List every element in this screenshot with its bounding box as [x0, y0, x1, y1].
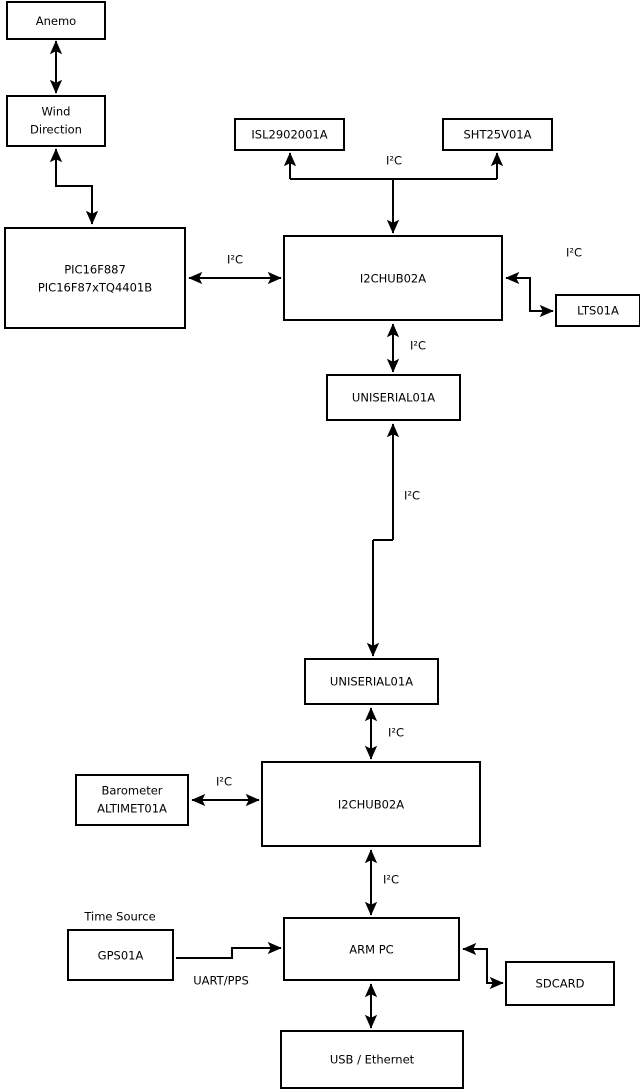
node-uniserial01a-top[interactable]: UNISERIAL01A	[326, 374, 461, 421]
node-sht25v01a-box[interactable]	[442, 118, 553, 151]
edge-label-i2c-barometer-hub: I²C	[216, 775, 232, 789]
node-barometer-box[interactable]	[75, 774, 189, 826]
edge-label-uart-pps: UART/PPS	[193, 974, 249, 988]
node-i2chub02a-top[interactable]: I2CHUB02A	[283, 235, 503, 321]
node-sdcard[interactable]: SDCARD	[505, 961, 615, 1006]
node-wind-direction-label-line2: Direction	[30, 123, 82, 137]
node-wind-direction-box[interactable]	[6, 95, 106, 147]
node-arm-pc-box[interactable]	[283, 917, 460, 981]
node-arm-pc-label: ARM PC	[349, 943, 393, 957]
edge-winddirection-pic	[49, 148, 99, 225]
node-gps01a-box[interactable]	[67, 929, 174, 981]
node-sdcard-label: SDCARD	[536, 977, 585, 991]
node-isl2902001a[interactable]: ISL2902001A	[234, 118, 345, 151]
node-gps01a-label: GPS01A	[98, 949, 144, 963]
node-wind-direction-label-line1: Wind	[42, 105, 71, 119]
node-barometer-label-line1: Barometer	[101, 784, 162, 798]
node-i2chub02a-top-label: I2CHUB02A	[360, 272, 426, 286]
edge-hubtop-lts	[505, 271, 554, 318]
node-wind-direction[interactable]: Wind Direction	[6, 95, 106, 147]
node-isl2902001a-label: ISL2902001A	[251, 128, 327, 142]
edge-label-i2c-hub-armpc: I²C	[383, 873, 399, 887]
node-usb-ethernet[interactable]: USB / Ethernet	[280, 1030, 464, 1089]
node-pic-mcu-label-line1: PIC16F887	[64, 263, 126, 277]
node-uniserial01a-bottom[interactable]: UNISERIAL01A	[304, 658, 439, 705]
edge-label-i2c-top-bus: I²C	[386, 154, 402, 168]
node-usb-ethernet-label: USB / Ethernet	[330, 1053, 415, 1067]
node-pic-mcu-box[interactable]	[4, 227, 186, 329]
node-anemo[interactable]: Anemo	[6, 1, 106, 40]
node-lts01a-box[interactable]	[555, 294, 640, 327]
edge-label-i2c-hub-lts: I²C	[566, 246, 582, 260]
node-sdcard-box[interactable]	[505, 961, 615, 1006]
node-anemo-box[interactable]	[6, 1, 106, 40]
node-lts01a[interactable]: LTS01A	[555, 294, 640, 327]
node-pic-mcu-label-line2: PIC16F87xTQ4401B	[38, 281, 152, 295]
edge-armpc-sdcard	[462, 942, 504, 990]
node-i2chub02a-bottom-label: I2CHUB02A	[338, 798, 404, 812]
node-uniserial01a-top-label: UNISERIAL01A	[352, 391, 435, 405]
node-uniserial01a-bottom-label: UNISERIAL01A	[330, 675, 413, 689]
node-arm-pc[interactable]: ARM PC	[283, 917, 460, 981]
node-gps01a[interactable]: GPS01A	[67, 929, 174, 981]
node-i2chub02a-top-box[interactable]	[283, 235, 503, 321]
node-usb-ethernet-box[interactable]	[280, 1030, 464, 1089]
node-sht25v01a-label: SHT25V01A	[464, 128, 532, 142]
label-time-source: Time Source	[83, 910, 155, 924]
node-i2chub02a-bottom[interactable]: I2CHUB02A	[261, 761, 481, 847]
node-isl2902001a-box[interactable]	[234, 118, 345, 151]
node-i2chub02a-bottom-box[interactable]	[261, 761, 481, 847]
node-anemo-label: Anemo	[36, 14, 76, 28]
node-sht25v01a[interactable]: SHT25V01A	[442, 118, 553, 151]
edge-gps-armpc	[176, 941, 282, 959]
edge-label-i2c-hub-uniserial: I²C	[410, 339, 426, 353]
node-lts01a-label: LTS01A	[577, 304, 619, 318]
node-barometer-label-line2: ALTIMET01A	[97, 802, 167, 816]
edge-label-i2c-uniserial-hub-bottom: I²C	[388, 726, 404, 740]
node-pic-mcu[interactable]: PIC16F887 PIC16F87xTQ4401B	[4, 227, 186, 329]
node-uniserial01a-bottom-box[interactable]	[304, 658, 439, 705]
edge-label-i2c-long-link: I²C	[404, 489, 420, 503]
edge-label-i2c-pic-hub: I²C	[227, 253, 243, 267]
node-uniserial01a-top-box[interactable]	[326, 374, 461, 421]
node-barometer[interactable]: Barometer ALTIMET01A	[75, 774, 189, 826]
